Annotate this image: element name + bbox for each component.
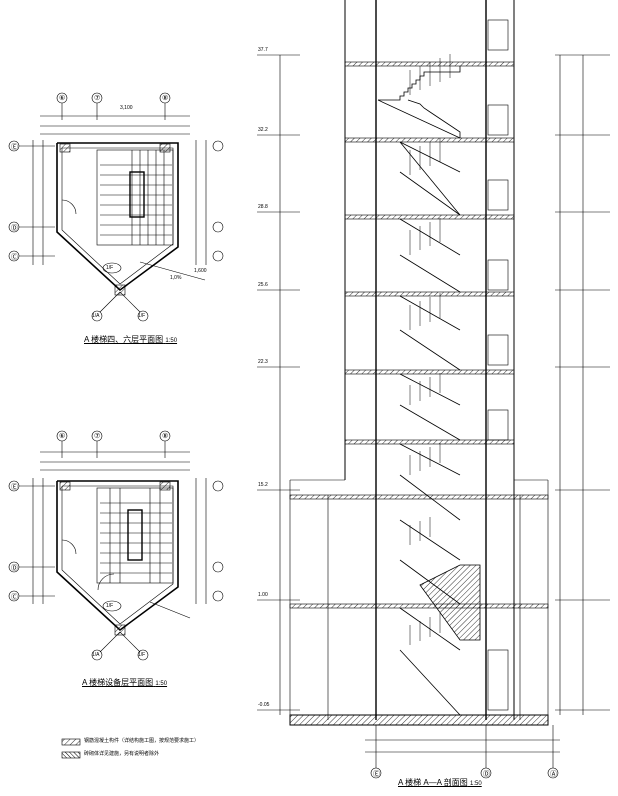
- legend-text-2: 砖砌体详见建施，另有说明者除外: [84, 751, 160, 757]
- axis-label: ⑥: [59, 95, 66, 102]
- level-mark: 22.3: [258, 359, 268, 365]
- room-label: 1/F: [106, 603, 114, 609]
- axis-label: ⑧: [162, 433, 169, 440]
- axis-label: Ⓔ: [373, 771, 380, 778]
- legend-swatch-light: [61, 738, 81, 746]
- level-mark: 32.2: [258, 127, 268, 133]
- axis-bubbles-top: [56, 92, 171, 120]
- section-scale: 1:50: [470, 781, 482, 787]
- axis-label: Ⓓ: [483, 771, 490, 778]
- section-title: A 楼梯 A—A 剖面图 1:50: [398, 777, 482, 788]
- balusters: [409, 54, 451, 645]
- room-label: 1/F: [106, 265, 114, 271]
- plan-bottom-title: A 楼梯设备层平面图 1:50: [82, 677, 167, 688]
- level-mark: 15.2: [258, 482, 268, 488]
- stair-treads-bottom: [100, 488, 172, 583]
- section-a-a: [257, 0, 610, 779]
- plan-bottom-scale: 1:50: [155, 681, 168, 687]
- dim-label: 1,600: [194, 268, 207, 274]
- axis-label: 1/A: [92, 652, 100, 658]
- plan-top: [8, 92, 224, 322]
- plan-top-title: A 楼梯四、六层平面图 1:50: [84, 334, 177, 345]
- floor-slabs: [289, 61, 549, 609]
- axis-label: ⑦: [94, 95, 101, 102]
- axis-label: 1/F: [138, 652, 146, 658]
- axis-label: Ⓔ: [11, 484, 18, 491]
- axis-label: Ⓔ: [11, 144, 18, 151]
- axis-label: Ⓐ: [550, 771, 557, 778]
- level-mark: 25.6: [258, 282, 268, 288]
- level-mark: -0.05: [258, 702, 270, 708]
- axis-label: 1/F: [138, 313, 146, 319]
- level-mark: 1.00: [258, 592, 268, 598]
- legend: [61, 738, 81, 759]
- stair-treads-top: [100, 150, 172, 245]
- plan-bottom: [8, 430, 224, 661]
- axis-label: Ⓓ: [11, 225, 18, 232]
- level-mark: 37.7: [258, 47, 268, 53]
- stair-flights: [377, 66, 461, 716]
- level-mark: 28.8: [258, 204, 268, 210]
- axis-label: Ⓓ: [11, 565, 18, 572]
- axis-label: Ⓒ: [11, 254, 18, 261]
- plan-top-scale: 1:50: [165, 338, 178, 344]
- plan-bottom-title-text: A 楼梯设备层平面图: [82, 678, 154, 687]
- legend-swatch-dark: [61, 751, 81, 759]
- axis-label: ⑦: [94, 433, 101, 440]
- plan-top-title-text: A 楼梯四、六层平面图: [84, 335, 164, 344]
- section-title-text: A 楼梯 A—A 剖面图: [398, 778, 468, 787]
- dim-label: 3,100: [120, 105, 133, 111]
- legend-text-1: 钢筋混凝土构件（详结构施工图，按规范要求施工）: [84, 738, 200, 744]
- dim-label: 1,0%: [170, 275, 182, 281]
- axis-bubbles-left: [8, 140, 224, 262]
- axis-label: ⑥: [59, 433, 66, 440]
- axis-label: 1/A: [92, 313, 100, 319]
- axis-label: ⑧: [162, 95, 169, 102]
- axis-label: Ⓒ: [11, 594, 18, 601]
